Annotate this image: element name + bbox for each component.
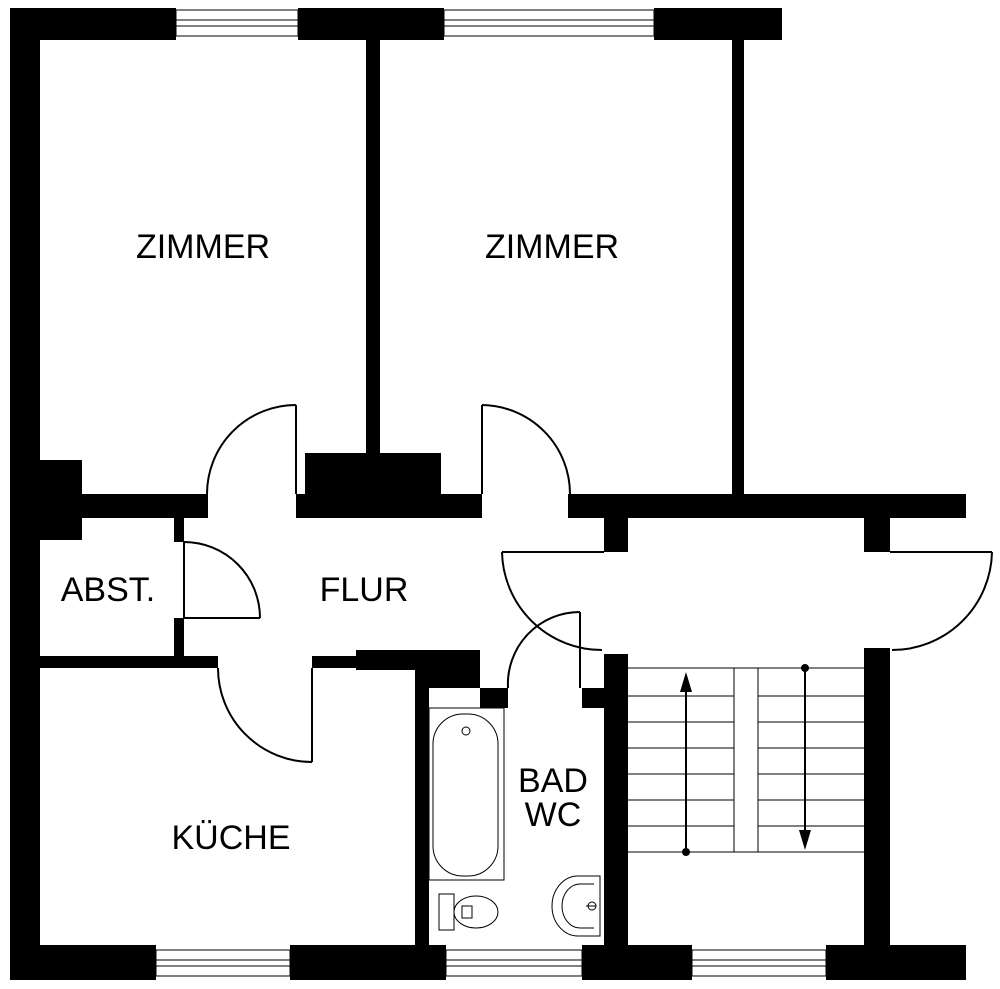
- window-top-right: [443, 9, 655, 37]
- bathroom-fixtures: [428, 707, 601, 937]
- bad-wall-stub: [582, 688, 604, 708]
- stair-arrow-up: [680, 672, 692, 856]
- wall-rooms-flur-3: [568, 494, 966, 518]
- window-stair: [691, 949, 827, 977]
- label-bad: BAD: [518, 762, 588, 800]
- wall-flur-kueche-1: [40, 656, 218, 668]
- top-wall-mid: [298, 8, 444, 40]
- window-top-left: [175, 9, 299, 37]
- stair-arrow-down: [799, 664, 811, 850]
- wall-bad-stair: [604, 654, 628, 945]
- bottom-wall-left: [10, 945, 156, 980]
- wall-stair-right: [864, 648, 890, 945]
- bathtub-frame: [428, 707, 505, 881]
- door-zimmer-right: [481, 404, 571, 495]
- door-entrance: [501, 551, 993, 651]
- stair-post-left: [604, 518, 628, 552]
- label-kueche: KÜCHE: [171, 819, 290, 857]
- wall-right-room: [732, 40, 744, 494]
- wall-block-center: [305, 453, 441, 497]
- bottom-wall-right: [826, 945, 966, 980]
- abst-wall-top: [174, 518, 184, 542]
- label-abstellraum: ABST.: [61, 571, 155, 609]
- label-zimmer-right: ZIMMER: [485, 228, 619, 266]
- staircase: [628, 664, 864, 856]
- door-bad: [506, 610, 581, 689]
- door-kueche: [217, 667, 313, 763]
- wall-rooms-flur-1: [40, 494, 208, 518]
- wall-kueche-bad: [415, 668, 429, 945]
- door-zimmer-left: [206, 404, 297, 495]
- wall-flur-kueche-2: [312, 656, 356, 668]
- wall-between-rooms: [366, 40, 380, 455]
- abst-wall-bottom: [174, 618, 184, 658]
- toilet: [438, 893, 499, 931]
- top-wall-right: [654, 8, 782, 40]
- wall-flur-bad-stub: [480, 688, 508, 708]
- walls: [10, 8, 966, 980]
- label-flur: FLUR: [320, 571, 409, 609]
- wall-rooms-flur-2: [296, 494, 482, 518]
- door-abstellraum: [183, 541, 261, 619]
- bottom-wall-mid2: [582, 945, 692, 980]
- doors: [183, 404, 993, 763]
- window-kueche: [155, 949, 291, 977]
- left-wall: [10, 8, 40, 980]
- bottom-wall-mid1: [290, 945, 446, 980]
- stair-post-right: [864, 518, 890, 552]
- bathtub: [432, 713, 499, 877]
- sink: [551, 875, 601, 937]
- room-labels: ZIMMER ZIMMER ABST. FLUR KÜCHE BAD WC: [61, 228, 619, 857]
- stair-well: [733, 667, 759, 853]
- label-wc: WC: [525, 796, 582, 834]
- window-bad: [445, 949, 583, 977]
- bathtub-drain: [461, 726, 471, 736]
- windows: [155, 9, 827, 977]
- label-zimmer-left: ZIMMER: [136, 228, 270, 266]
